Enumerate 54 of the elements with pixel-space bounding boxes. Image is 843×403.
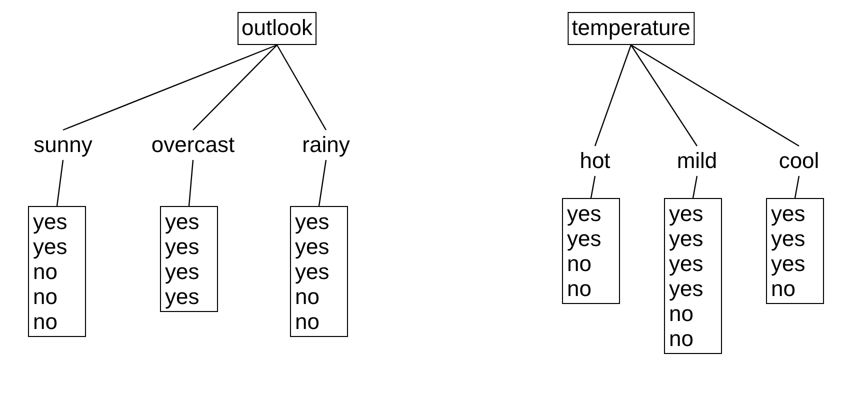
outcome-text: yes [567, 226, 602, 251]
outcome-text: no [669, 326, 694, 351]
outcome-box [766, 198, 824, 304]
branch-label: mild [676, 146, 718, 176]
outcome-text: yes [771, 251, 806, 276]
outcome-text: yes [669, 201, 704, 226]
outcome-box [664, 198, 722, 354]
outcome-text: yes [295, 209, 330, 234]
outcome-text: yes [165, 259, 200, 284]
branch-label: overcast [151, 130, 235, 160]
connector-line [594, 44, 632, 146]
connector-line [62, 44, 278, 131]
outcome-box [28, 206, 86, 337]
outcome-text: yes [567, 201, 602, 226]
attribute-box: outlook [238, 12, 316, 45]
outcome-text: yes [669, 276, 704, 301]
outcome-text: yes [33, 209, 68, 234]
outcome-text: yes [771, 201, 806, 226]
outcome-text: no [33, 284, 58, 309]
outcome-box [290, 206, 348, 337]
branch-label: cool [778, 146, 820, 176]
outcome-text: yes [669, 251, 704, 276]
outcome-text: yes [165, 234, 200, 259]
connector-line [188, 160, 194, 206]
outcome-box [160, 206, 218, 312]
connector-line [192, 44, 278, 130]
outcome-text: no [33, 259, 58, 284]
outcome-text: yes [771, 226, 806, 251]
branch-label: sunny [34, 130, 92, 160]
connector-line [318, 160, 327, 206]
outcome-text: no [567, 251, 592, 276]
connector-line [794, 176, 800, 198]
outcome-box [562, 198, 620, 304]
outcome-text: yes [33, 234, 68, 259]
connector-line [56, 160, 64, 206]
connector-line [590, 176, 596, 198]
outcome-text: yes [295, 234, 330, 259]
outcome-text: yes [295, 259, 330, 284]
outcome-text: no [33, 309, 58, 334]
connector-line [630, 44, 800, 147]
connector-line [630, 44, 698, 146]
branch-label: rainy [302, 130, 350, 160]
outcome-text: no [295, 284, 320, 309]
connector-line [692, 176, 698, 198]
outcome-text: yes [165, 209, 200, 234]
outcome-text: yes [165, 284, 200, 309]
outcome-text: no [771, 276, 796, 301]
outcome-text: yes [669, 226, 704, 251]
outcome-text: no [567, 276, 592, 301]
attribute-box: temperature [568, 12, 694, 45]
outcome-text: no [295, 309, 320, 334]
branch-label: hot [580, 146, 610, 176]
outcome-text: no [669, 301, 694, 326]
connector-line [276, 44, 327, 130]
